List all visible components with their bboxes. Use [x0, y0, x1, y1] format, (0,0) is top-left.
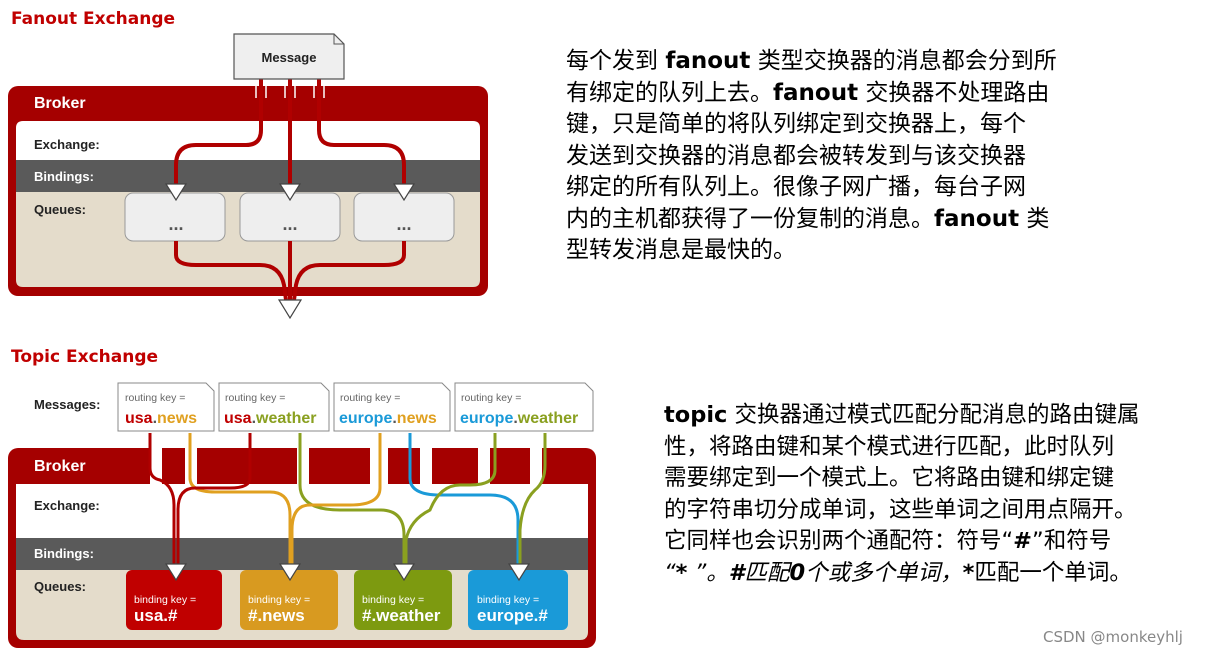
topic-bindings-bar — [16, 538, 588, 570]
fanout-queues-label: Queues: — [34, 202, 86, 217]
topic-message-boxes — [117, 382, 594, 432]
fanout-exchange-row — [16, 121, 480, 160]
topic-msg-2-key: usa.weather — [224, 410, 317, 427]
fanout-diagram: Broker Exchange: Bindings: Queues: ... .… — [8, 33, 488, 320]
fanout-queue-2-text: ... — [282, 214, 297, 234]
fanout-arrow-1 — [164, 183, 188, 202]
fanout-queue-3-text: ... — [396, 214, 411, 234]
watermark: CSDN @monkeyhlj — [1043, 628, 1183, 646]
topic-msg-3-caption: routing key = — [340, 392, 400, 404]
topic-queue-3-key: #.weather — [362, 606, 441, 625]
topic-msg-4-caption: routing key = — [461, 392, 521, 404]
topic-msg-1-caption: routing key = — [125, 392, 185, 404]
topic-title: Topic Exchange — [11, 347, 159, 367]
topic-exchange-label: Exchange: — [34, 498, 100, 513]
topic-queue-usa — [126, 570, 222, 630]
topic-queue-weather — [354, 570, 452, 630]
topic-queue-4-caption: binding key = — [477, 594, 539, 606]
topic-arrow-2 — [278, 563, 302, 582]
topic-queue-1-caption: binding key = — [134, 594, 196, 606]
topic-queues — [126, 570, 568, 630]
fanout-arrow-2 — [278, 183, 302, 202]
topic-arrow-1 — [164, 563, 188, 582]
topic-msg-4-key: europe.weather — [460, 410, 578, 427]
topic-queue-news — [240, 570, 338, 630]
topic-queue-2-caption: binding key = — [248, 594, 310, 606]
topic-queue-4-key: europe.# — [477, 606, 548, 625]
topic-msg-1-key: usa.news — [125, 410, 197, 427]
fanout-broker-label: Broker — [34, 95, 86, 112]
topic-bindings-label: Bindings: — [34, 546, 94, 561]
fanout-queue-1-text: ... — [168, 214, 183, 234]
topic-queue-2-key: #.news — [248, 606, 305, 625]
fanout-bindings-label: Bindings: — [34, 169, 94, 184]
fanout-title: Fanout Exchange — [11, 9, 176, 29]
fanout-description: 每个发到 fanout 类型交换器的消息都会分到所有绑定的队列上去。fanout… — [566, 48, 1057, 263]
fanout-message-label: Message — [262, 50, 317, 65]
topic-queues-label: Queues: — [34, 579, 86, 594]
topic-msg-3-key: europe.news — [339, 410, 437, 427]
topic-msg-2-caption: routing key = — [225, 392, 285, 404]
fanout-output-arrow — [277, 299, 303, 320]
topic-messages-label: Messages: — [34, 397, 100, 412]
topic-arrow-4 — [507, 563, 531, 582]
topic-diagram: Broker Exchange: Bindings: Queues: bindi… — [8, 382, 596, 648]
topic-arrow-3 — [392, 563, 416, 582]
topic-description: topic 交换器通过模式匹配分配消息的路由键属性，将路由键和某个模式进行匹配，… — [664, 402, 1140, 586]
fanout-arrow-3 — [392, 183, 416, 202]
topic-broker-label: Broker — [34, 458, 86, 475]
fanout-message-box — [233, 33, 345, 80]
topic-queue-1-key: usa.# — [134, 606, 178, 625]
topic-queue-3-caption: binding key = — [362, 594, 424, 606]
fanout-exchange-label: Exchange: — [34, 137, 100, 152]
topic-queue-europe — [468, 570, 568, 630]
